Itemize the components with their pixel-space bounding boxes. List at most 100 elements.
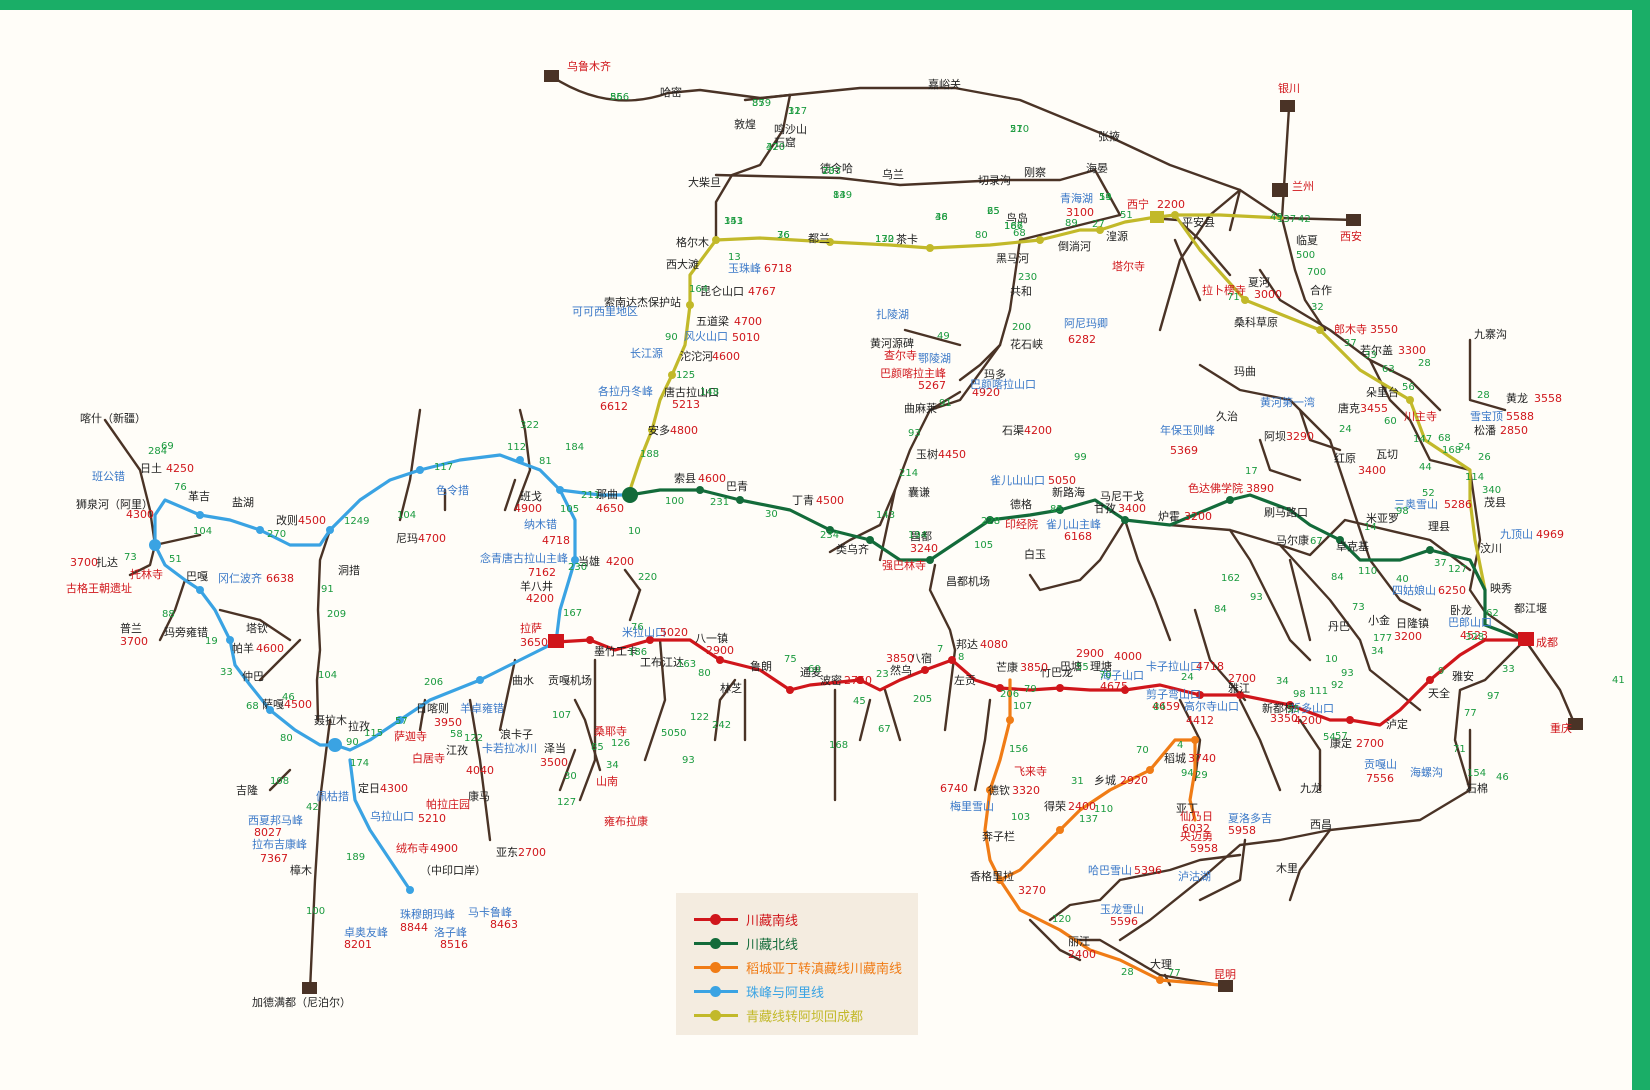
- place-yinjingyuan: 印经院: [1005, 517, 1038, 531]
- place-bayi: 八一镇: [695, 631, 728, 645]
- place-kazila-alt: 4718: [1196, 660, 1224, 673]
- distance-number: 34: [606, 760, 619, 771]
- distance-number: 54: [1323, 732, 1336, 743]
- distance-number: 125: [676, 370, 695, 381]
- distance-number: 47: [766, 142, 779, 153]
- place-qiangbalin: 强巴林寺: [882, 558, 926, 572]
- place-pinganxian: 平安县: [1182, 215, 1215, 229]
- distance-number: 359: [752, 98, 771, 109]
- distance-number: 10: [628, 526, 641, 537]
- distance-number: 25: [987, 206, 1000, 217]
- place-wulashan-alt: 5210: [418, 812, 446, 825]
- distance-number: 100: [306, 906, 325, 917]
- legend-label-south: 川藏南线: [746, 913, 799, 929]
- distance-number: 34: [1276, 676, 1289, 687]
- distance-number: 73: [1352, 602, 1365, 613]
- place-xian: 西安: [1340, 229, 1362, 243]
- place-yajiang-alt: 2700: [1228, 672, 1256, 685]
- place-ganzi-alt: 3400: [1118, 502, 1146, 515]
- place-bayi-alt: 2900: [706, 644, 734, 657]
- place-huanglong: 黄龙: [1506, 391, 1528, 405]
- place-zhuokeji: 卓克基: [1336, 540, 1369, 553]
- place-haba: 哈巴雪山: [1088, 864, 1132, 877]
- place-zhongba: 仲巴: [242, 669, 264, 683]
- place-kangding: 康定: [1330, 736, 1352, 750]
- distance-number: 51: [1120, 210, 1133, 221]
- place-tanggula: 唐古拉山口: [664, 385, 719, 399]
- distance-number: 130: [875, 234, 894, 245]
- place-daocheng-alt: 3740: [1188, 752, 1216, 765]
- distance-number: 104: [193, 526, 212, 537]
- place-jiayuguan: 嘉峪关: [928, 77, 961, 91]
- distance-number: 63: [1382, 364, 1395, 375]
- place-chuanzhusi: 川主寺: [1404, 410, 1437, 423]
- place-lazi: 拉孜: [348, 719, 370, 733]
- place-pagla-alt: 4600: [256, 642, 284, 655]
- place-qinghaihu-alt: 3100: [1066, 206, 1094, 219]
- place-amnemaqen-alt: 6282: [1068, 333, 1096, 346]
- place-aba: 阿坝: [1264, 429, 1286, 443]
- distance-number: 228: [981, 516, 1000, 527]
- distance-number: 19: [1099, 192, 1112, 203]
- place-jianziwan: 剪子弯山口: [1146, 687, 1201, 701]
- place-yushu-alt: 4450: [938, 448, 966, 461]
- place-tacin: 塔钦: [246, 622, 268, 635]
- place-dingri: 定日: [358, 781, 380, 795]
- place-zhada: 扎达: [96, 555, 118, 569]
- place-lanzhou: 兰州: [1292, 180, 1314, 193]
- place-ruoergai: 若尔盖: [1360, 343, 1393, 357]
- place-shannan: 山南: [596, 775, 618, 788]
- distance-number: 57: [1335, 731, 1348, 742]
- place-changdujichang: 昌都机场: [946, 574, 990, 588]
- place-songpan-alt: 2850: [1500, 424, 1528, 437]
- distance-number: 203: [822, 166, 841, 177]
- place-lulang: 鲁朗: [750, 659, 772, 673]
- place-gaoersi: 高尔寺山口: [1184, 699, 1239, 713]
- distance-number: 57: [395, 716, 408, 727]
- distance-number: 105: [974, 540, 993, 551]
- distance-number: 62: [1486, 608, 1499, 619]
- place-mangkang-alt: 3850: [1020, 661, 1048, 674]
- place-anduo-alt: 4800: [670, 424, 698, 437]
- place-cho-oyu-alt: 8201: [344, 938, 372, 951]
- place-xiluoduo-alt: 5958: [1228, 824, 1256, 837]
- place-dangxiong-alt: 4200: [606, 555, 634, 568]
- place-dege: 德格: [1010, 497, 1032, 511]
- place-banga-alt: 4900: [514, 502, 542, 515]
- place-tuolin: 托林寺: [130, 567, 163, 581]
- distance-number: 79: [1024, 684, 1037, 695]
- place-qiekagou: 切录沟: [978, 174, 1011, 187]
- distance-number: 30: [564, 771, 577, 782]
- place-makalu-alt: 8463: [490, 918, 518, 931]
- legend-item-blue: 珠峰与阿里线: [694, 981, 824, 1001]
- distance-number: 500: [1296, 250, 1315, 261]
- distance-number: 110: [1094, 804, 1113, 815]
- distance-number: 154: [1467, 768, 1486, 779]
- place-wudaoliang-alt: 4700: [734, 315, 762, 328]
- place-lixian: 理县: [1428, 520, 1450, 533]
- place-seda: 色达佛学院: [1188, 481, 1243, 495]
- distance-number: 320: [766, 142, 785, 153]
- distance-number: 45: [853, 696, 866, 707]
- distance-number: 8: [958, 652, 964, 663]
- place-rikaze-alt: 3950: [434, 716, 462, 729]
- distance-number: 32: [1311, 302, 1324, 313]
- place-sanaoshan-alt: 5286: [1444, 498, 1472, 511]
- distance-number: 19: [205, 636, 218, 647]
- right-border: [1632, 0, 1650, 1090]
- distance-number: 188: [640, 449, 659, 460]
- place-geji: 革吉: [188, 489, 210, 503]
- distance-number: 60: [1384, 416, 1397, 427]
- distance-number: 156: [1009, 744, 1028, 755]
- distance-number: 36: [935, 212, 948, 223]
- place-suoxian-alt: 4600: [698, 472, 726, 485]
- place-bangda: 邦达: [956, 638, 978, 651]
- place-haizi-alt: 4675: [1100, 680, 1128, 693]
- distance-number: 1249: [344, 516, 369, 527]
- place-gaoersi-alt: 4412: [1186, 714, 1214, 727]
- place-fenghuoshan: 风火山口: [684, 330, 728, 343]
- distance-number: 127: [557, 797, 576, 808]
- distance-number: 88: [162, 609, 175, 620]
- distance-number: 139: [833, 190, 852, 201]
- place-siguniang: 四姑娘山: [1392, 583, 1436, 597]
